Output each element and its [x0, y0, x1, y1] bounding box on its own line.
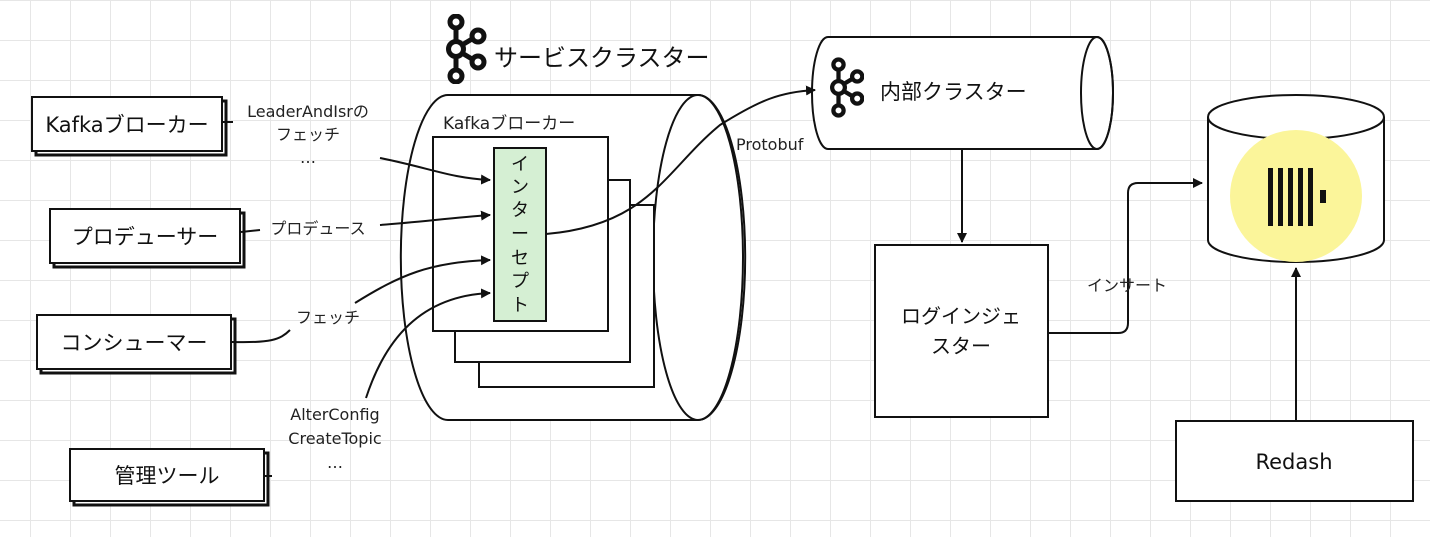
edge-consumer-to-interceptor: [231, 329, 291, 344]
consumer-node: コンシューマー: [36, 314, 237, 375]
edge-leader-isr-to-interceptor: [379, 157, 491, 185]
kafka-broker-client-node: Kafkaブローカー: [31, 96, 228, 157]
edge-label-admin-1: AlterConfig: [290, 405, 379, 424]
interceptor-char: プ: [511, 271, 529, 292]
interceptor-char: イ: [511, 154, 529, 175]
service-cluster-title: サービスクラスター: [494, 44, 710, 72]
inner-broker-label: Kafkaブローカー: [443, 113, 575, 134]
redash-box: [1175, 420, 1414, 502]
edge-label-insert: インサート: [1087, 276, 1167, 295]
clickhouse-logo-icon: [1230, 130, 1362, 262]
edge-label-fetch: フェッチ: [296, 308, 360, 327]
interceptor-char: ン: [511, 177, 529, 198]
kafka-broker-client-label: Kafkaブローカー: [45, 113, 208, 137]
interceptor-char: ト: [511, 295, 529, 316]
producer-node: プロデューサー: [49, 208, 246, 269]
edge-label-admin-3: …: [327, 453, 343, 472]
interceptor-char: ー: [511, 224, 529, 245]
edge-label-leader-isr-2: フェッチ: [276, 125, 340, 144]
interceptor-box: [493, 147, 547, 322]
edge-label-leader-isr-1: LeaderAndIsrの: [247, 102, 369, 121]
log-ingester-label-line1: ログインジェ: [901, 304, 1021, 328]
consumer-label: コンシューマー: [61, 331, 208, 355]
internal-cluster-label: 内部クラスター: [880, 80, 1027, 104]
edge-label-admin-2: CreateTopic: [288, 429, 381, 448]
edge-produce-to-interceptor: [379, 210, 491, 226]
internal-cluster-cylinder: [811, 36, 1114, 150]
interceptor-label: イ ン タ ー セ プ ト: [511, 154, 529, 316]
edge-label-produce: プロデュース: [270, 219, 365, 238]
kafka-logo-icon: [449, 16, 485, 82]
edge-producer-to-interceptor: [240, 229, 261, 233]
producer-label: プロデューサー: [72, 225, 219, 249]
edge-interceptor-to-internal-cluster: [545, 85, 816, 235]
log-ingester-label-line2: スター: [931, 334, 991, 358]
redash-label: Redash: [1255, 450, 1332, 474]
admin-tool-node: 管理ツール: [69, 448, 270, 507]
edge-label-leader-isr-3: …: [300, 148, 316, 167]
edge-fetch-to-interceptor: [354, 255, 491, 304]
interceptor-char: タ: [511, 200, 529, 221]
edge-admin-call-to-interceptor: [365, 288, 491, 399]
edge-log-ingester-to-clickhouse: [1048, 178, 1203, 334]
edge-label-protobuf: Protobuf: [736, 135, 804, 154]
log-ingester-box: [874, 244, 1049, 418]
interceptor-char: セ: [511, 248, 529, 269]
admin-tool-label: 管理ツール: [115, 464, 220, 488]
